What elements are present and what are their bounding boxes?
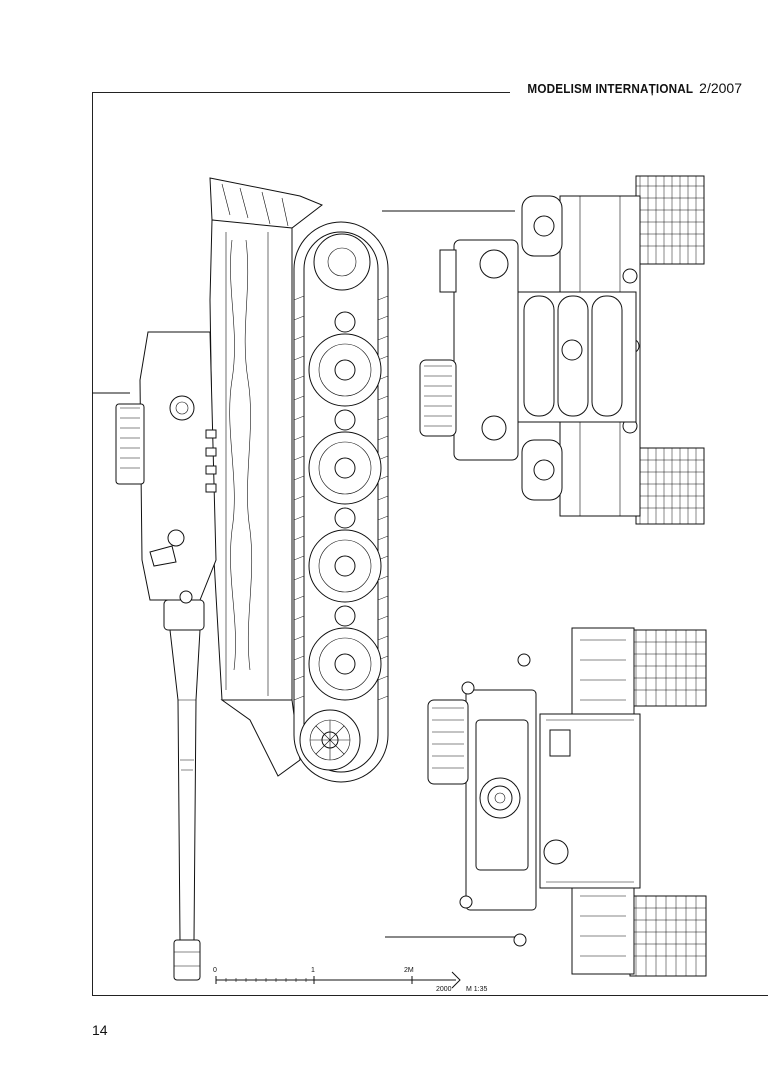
rear-view <box>419 175 705 525</box>
scale-bar: 0 1 2M 2000 M 1:35 <box>213 967 488 993</box>
front-view <box>427 627 707 977</box>
publication-title: MODELISM INTERNAȚIONAL <box>527 81 694 96</box>
scale-label-mm: 2000 <box>436 986 452 993</box>
scale-label-0: 0 <box>213 967 217 974</box>
issue-number: 2/2007 <box>699 80 742 96</box>
scale-label-2m: 2M <box>404 967 414 974</box>
scale-label-1: 1 <box>311 967 315 974</box>
frame-top-line <box>92 92 510 93</box>
scale-label-ratio: M 1:35 <box>466 986 488 993</box>
side-view <box>115 177 389 981</box>
frame-left-line <box>92 92 93 995</box>
frame-bottom-line <box>92 995 768 996</box>
page-header: MODELISM INTERNAȚIONAL 2/2007 <box>509 80 742 102</box>
page-number: 14 <box>92 1022 108 1038</box>
